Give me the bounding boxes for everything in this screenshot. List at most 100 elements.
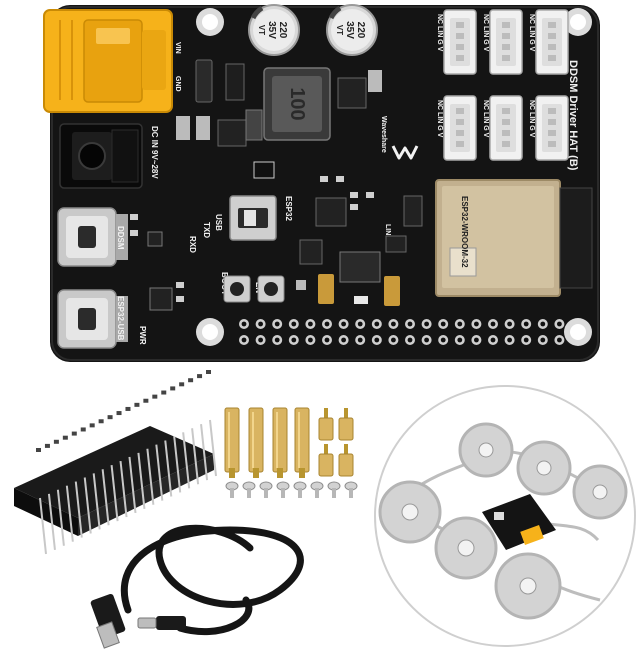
screw-icon bbox=[242, 481, 256, 498]
short-standoff bbox=[318, 408, 334, 441]
label-esp32-usb: ESP32-USB bbox=[116, 296, 125, 341]
brand-label: Waveshare bbox=[380, 116, 387, 153]
usb-a-plug-icon bbox=[90, 593, 126, 649]
wheel-icon bbox=[516, 440, 572, 496]
robot-chassis-illustration bbox=[374, 385, 636, 647]
xt60-connector bbox=[43, 9, 173, 113]
header-pin bbox=[128, 456, 137, 514]
cap1-value: 220 bbox=[277, 22, 288, 39]
mounting-hole-icon bbox=[564, 8, 592, 36]
screw-icon bbox=[259, 481, 273, 498]
header-pins bbox=[36, 370, 217, 555]
header-pin bbox=[92, 473, 101, 530]
long-standoff bbox=[224, 407, 240, 478]
long-standoff bbox=[248, 407, 264, 478]
esp32-module: ESP32-WROOM-32 bbox=[435, 179, 593, 297]
smd-components bbox=[130, 59, 423, 311]
usb-esp32-switch bbox=[229, 195, 277, 241]
usb-cable bbox=[90, 524, 304, 649]
short-standoff bbox=[318, 444, 334, 477]
screw-icon bbox=[344, 481, 358, 498]
cap1-voltage: 35V bbox=[266, 21, 277, 39]
cap2-voltage: 35V bbox=[344, 21, 355, 39]
motor-connector: NC LIN G V bbox=[436, 9, 477, 75]
header-pin bbox=[182, 432, 191, 489]
header-pin bbox=[56, 489, 65, 546]
long-standoff bbox=[272, 407, 288, 478]
usb-c-port-ddsm bbox=[57, 207, 128, 267]
boot-button bbox=[223, 275, 251, 303]
mini-board-icon bbox=[482, 494, 556, 550]
header-pin bbox=[110, 465, 119, 522]
standoffs-and-screws bbox=[224, 407, 358, 498]
header-pin bbox=[209, 419, 217, 477]
wheel-icon bbox=[458, 422, 514, 478]
wheel-icon bbox=[378, 480, 442, 544]
mounting-hole-icon bbox=[196, 318, 224, 346]
long-standoff bbox=[294, 407, 310, 478]
cap2-code: VT bbox=[335, 25, 344, 35]
screw-icon bbox=[225, 481, 239, 498]
driver-hat-board: VIN GND DC IN 9V~28V DDSM ESP32-USB PWR … bbox=[43, 4, 600, 362]
connector-label: NC LIN G V bbox=[482, 14, 489, 52]
motor-connector: NC LIN G V bbox=[482, 9, 523, 75]
waveshare-logo-icon bbox=[391, 145, 419, 160]
short-standoff bbox=[338, 444, 354, 477]
female-pin-header bbox=[14, 370, 217, 555]
header-pin bbox=[191, 428, 200, 485]
mounting-hole-icon bbox=[196, 8, 224, 36]
motor-connector: NC LIN G V bbox=[528, 95, 569, 161]
wheel-icon bbox=[572, 464, 628, 520]
cap1-code: VT bbox=[257, 25, 266, 35]
gpio-header-pads bbox=[239, 319, 565, 345]
connector-label: NC LIN G V bbox=[436, 14, 443, 52]
label-pwr: PWR bbox=[138, 326, 147, 345]
label-vin: VIN bbox=[174, 42, 181, 54]
label-lin: LIN bbox=[384, 224, 391, 235]
motor-connector: NC LIN G V bbox=[482, 95, 523, 161]
header-pin bbox=[83, 477, 92, 534]
screw-icon bbox=[293, 481, 307, 498]
header-pin bbox=[200, 423, 209, 481]
mounting-hole-icon bbox=[564, 318, 592, 346]
header-pin bbox=[65, 485, 74, 542]
connector-label: NC LIN G V bbox=[528, 14, 535, 52]
capacitor-1: 220 35V VT bbox=[248, 4, 300, 56]
header-pin bbox=[173, 436, 182, 493]
en-button bbox=[257, 275, 285, 303]
label-dc-in: DC IN 9V~28V bbox=[150, 126, 159, 179]
usb-c-port-esp32 bbox=[57, 289, 128, 349]
dc-barrel-jack bbox=[59, 123, 143, 189]
label-txd: TXD bbox=[202, 222, 211, 238]
header-pin bbox=[164, 440, 173, 497]
label-ddsm: DDSM bbox=[116, 226, 125, 250]
connector-label: NC LIN G V bbox=[436, 100, 443, 138]
header-pin bbox=[155, 444, 164, 501]
svg-text:100: 100 bbox=[286, 87, 308, 120]
label-gnd: GND bbox=[174, 76, 181, 92]
header-pin bbox=[137, 452, 146, 509]
connector-label: NC LIN G V bbox=[528, 100, 535, 138]
wheel-icon bbox=[434, 516, 498, 580]
module-text: ESP32-WROOM-32 bbox=[460, 196, 469, 268]
header-pin bbox=[146, 448, 155, 505]
short-standoff bbox=[338, 408, 354, 441]
power-inductor: 100 bbox=[263, 67, 331, 141]
label-esp32: ESP32 bbox=[284, 196, 293, 221]
motor-connector: NC LIN G V bbox=[528, 9, 569, 75]
wheel-icon bbox=[494, 552, 562, 620]
header-pin bbox=[39, 497, 47, 555]
label-rxd: RXD bbox=[188, 236, 197, 253]
header-pin bbox=[74, 481, 83, 538]
screw-icon bbox=[327, 481, 341, 498]
board-title: DDSM Driver HAT (B) bbox=[567, 60, 579, 171]
screw-icon bbox=[310, 481, 324, 498]
motor-connector: NC LIN G V bbox=[436, 95, 477, 161]
header-pin bbox=[101, 469, 110, 526]
capacitor-2: 220 35V VT bbox=[326, 4, 378, 56]
header-pin bbox=[119, 460, 128, 518]
motor-connectors: NC LIN G V NC LIN G V NC LIN G V NC LIN G V… bbox=[436, 9, 569, 161]
usb-c-plug-icon bbox=[137, 616, 186, 630]
connector-label: NC LIN G V bbox=[482, 100, 489, 138]
